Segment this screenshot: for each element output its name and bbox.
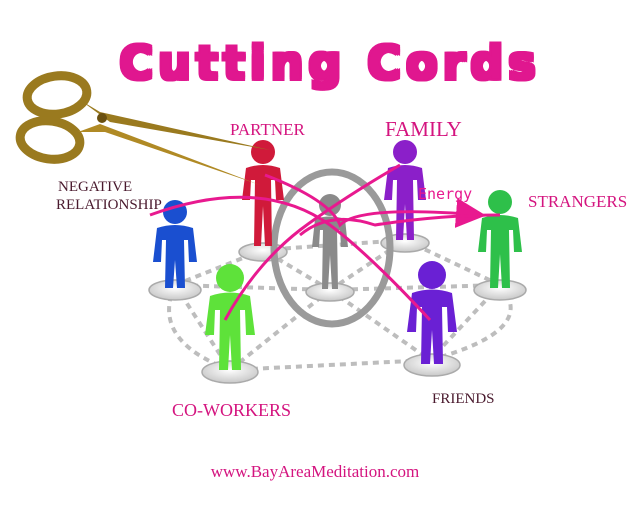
- person-icon-center: [312, 194, 348, 289]
- label-coworkers: CO-WORKERS: [172, 400, 292, 420]
- cord-center-strangers: [299, 213, 501, 237]
- link-center-negative: [174, 283, 331, 292]
- cord-negative-friends: [149, 195, 432, 322]
- label-strangers: STRANGERS: [528, 192, 628, 211]
- center-ring: [270, 168, 394, 328]
- base-coworkers: [201, 360, 259, 384]
- page-title: Cutting Cords: [119, 36, 541, 90]
- label-family: FAMILY: [385, 117, 462, 141]
- person-icon-coworkers: [205, 264, 255, 370]
- base-friends: [403, 353, 461, 377]
- link-center-family: [328, 238, 407, 292]
- person-icon-family: [384, 140, 426, 240]
- label-friends: FRIENDS: [432, 391, 495, 407]
- cord-family-coworkers: [223, 163, 401, 321]
- link-coworkers-friends: [229, 358, 431, 372]
- label-negative-line2: RELATIONSHIP: [56, 197, 162, 213]
- website-link[interactable]: www.BayAreaMeditation.com: [210, 462, 420, 481]
- base-negative: [148, 279, 202, 301]
- label-energy: Energy: [418, 185, 473, 203]
- cord-partner-strangers: [264, 173, 486, 228]
- energy-cords: [149, 163, 501, 322]
- person-icon-partner: [242, 140, 284, 246]
- person-icon-strangers: [478, 190, 522, 288]
- person-icon-friends: [407, 261, 457, 364]
- base-center: [305, 282, 355, 302]
- base-strangers: [473, 279, 527, 301]
- link-center-friends: [328, 288, 432, 362]
- label-partner: PARTNER: [230, 120, 305, 139]
- label-negative-line1: NEGATIVE: [58, 179, 133, 195]
- scissors-icon: [15, 71, 270, 185]
